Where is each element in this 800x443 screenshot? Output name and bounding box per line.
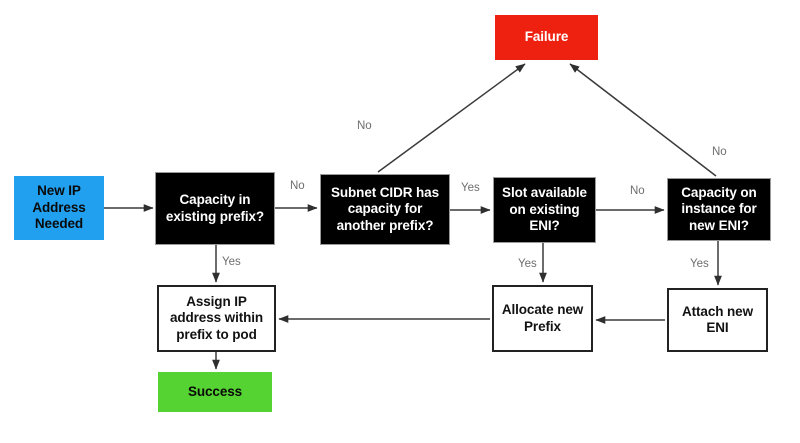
edge-label-subnet-no-to-failure: No <box>357 120 372 132</box>
node-new-ip-address-needed[interactable]: New IP Address Needed <box>14 176 104 240</box>
edge-capacity-instance-no-to-failure <box>569 63 717 177</box>
edge-label-slot-yes-to-allocate: Yes <box>518 258 537 270</box>
node-slot-available-on-existing-eni[interactable]: Slot available on existing ENI? <box>493 177 596 243</box>
edge-label-capacity-yes-to-assign: Yes <box>222 256 241 268</box>
edge-label-capacity-no-to-subnet: No <box>290 180 305 192</box>
node-label-subnet-cidr-has-capacity: Subnet CIDR has capacity for another pre… <box>330 184 439 233</box>
node-failure[interactable]: Failure <box>495 15 598 60</box>
node-label-success: Success <box>187 383 243 399</box>
node-capacity-on-instance-for-new-eni[interactable]: Capacity on instance for new ENI? <box>667 178 771 241</box>
edge-label-slot-no-to-capacity-instance: No <box>630 185 645 197</box>
edge-label-capacity-instance-no-to-failure: No <box>712 146 727 158</box>
node-label-assign-ip-address-within-prefix-to-pod: Assign IP address within prefix to pod <box>169 293 264 342</box>
node-label-allocate-new-prefix: Allocate new Prefix <box>501 302 584 334</box>
node-label-capacity-in-existing-prefix: Capacity in existing prefix? <box>165 192 265 224</box>
node-subnet-cidr-has-capacity[interactable]: Subnet CIDR has capacity for another pre… <box>320 174 450 245</box>
node-label-new-ip-address-needed: New IP Address Needed <box>32 183 86 232</box>
edge-subnet-no-to-failure <box>377 63 526 173</box>
node-label-capacity-on-instance-for-new-eni: Capacity on instance for new ENI? <box>681 184 757 233</box>
node-attach-new-eni[interactable]: Attach new ENI <box>667 288 768 352</box>
edge-label-capacity-instance-yes-to-attach: Yes <box>690 258 709 270</box>
node-success[interactable]: Success <box>158 372 272 412</box>
edge-label-subnet-yes-to-slot: Yes <box>461 182 480 194</box>
node-allocate-new-prefix[interactable]: Allocate new Prefix <box>492 285 593 352</box>
node-label-failure: Failure <box>524 29 569 45</box>
node-capacity-in-existing-prefix[interactable]: Capacity in existing prefix? <box>155 172 275 245</box>
node-assign-ip-address-within-prefix-to-pod[interactable]: Assign IP address within prefix to pod <box>157 285 276 352</box>
node-label-attach-new-eni: Attach new ENI <box>681 303 753 335</box>
node-label-slot-available-on-existing-eni: Slot available on existing ENI? <box>502 185 587 234</box>
